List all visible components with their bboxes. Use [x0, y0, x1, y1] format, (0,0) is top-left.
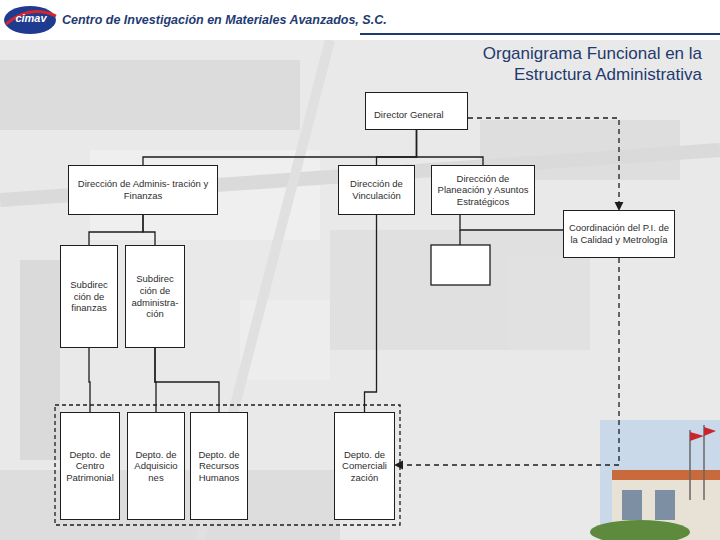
- org-box: Depto. de Centro Patrimonial: [60, 412, 120, 520]
- org-connector: [155, 348, 219, 412]
- org-connector: [460, 215, 563, 230]
- slide-title: Organigrama Funcional en la Estructura A…: [452, 43, 702, 86]
- box-label: Depto. de Recursos Humanos: [194, 449, 244, 484]
- org-box: Dirección de Vinculación: [338, 165, 415, 215]
- org-connector: [365, 215, 377, 412]
- org-connector: [395, 258, 619, 465]
- org-box: Subdirec ción de administra- ción: [125, 245, 185, 348]
- box-label: Subdirec ción de administra- ción: [129, 273, 181, 319]
- org-connector: [417, 130, 484, 165]
- org-box: Coordinación del P.I. de la Calidad y Me…: [563, 210, 675, 258]
- org-box: Dirección de Planeación y Asuntos Estrat…: [431, 165, 535, 215]
- org-box: Director General: [365, 92, 468, 130]
- org-box: Dirección de Adminis- tración y Finanzas: [68, 165, 218, 215]
- empty-box: [431, 245, 490, 285]
- box-label: Coordinación del P.I. de la Calidad y Me…: [567, 222, 671, 245]
- dashed-region: [55, 405, 400, 525]
- org-connector: [143, 215, 155, 245]
- org-connector: [89, 215, 143, 245]
- box-label: Depto. de Comerciali zación: [338, 449, 391, 484]
- org-connector: [143, 130, 417, 165]
- org-box: Depto. de Adquisicio nes: [127, 412, 185, 520]
- box-label: Subdirec ción de finanzas: [64, 279, 114, 314]
- box-label: Dirección de Adminis- tración y Finanzas: [72, 178, 214, 201]
- org-connector: [89, 348, 90, 412]
- box-label: Depto. de Centro Patrimonial: [64, 449, 116, 484]
- org-box: Depto. de Comerciali zación: [334, 412, 395, 520]
- box-label: Depto. de Adquisicio nes: [131, 449, 181, 484]
- box-label: Director General: [374, 109, 459, 121]
- org-connector: [377, 130, 417, 165]
- logo-text: cimav: [9, 12, 53, 24]
- org-box: Subdirec ción de finanzas: [60, 245, 118, 348]
- box-label: Dirección de Vinculación: [342, 178, 411, 201]
- org-box: Depto. de Recursos Humanos: [190, 412, 248, 520]
- logo: [4, 6, 56, 34]
- building-photo: [590, 420, 720, 540]
- box-label: Dirección de Planeación y Asuntos Estrat…: [435, 173, 531, 208]
- header-text: Centro de Investigación en Materiales Av…: [62, 13, 462, 27]
